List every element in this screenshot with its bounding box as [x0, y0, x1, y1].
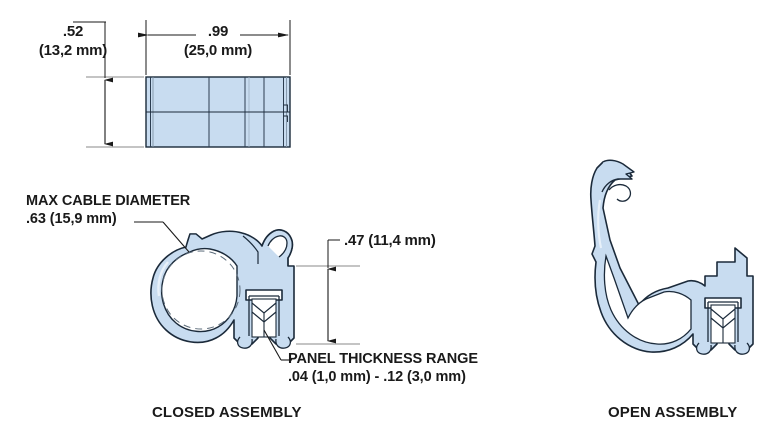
- open-arm-barb: [608, 183, 632, 202]
- height-dimension-inch: .52: [62, 23, 84, 40]
- width-dimension-inch: .99: [207, 23, 229, 40]
- height-dimension-label: .52 (13,2 mm): [18, 22, 128, 60]
- closed-assembly-group: [150, 229, 295, 349]
- height-dimension-mm: (13,2 mm): [38, 42, 108, 59]
- open-clip-highlight: [597, 199, 603, 249]
- max-cable-leader-group: [134, 221, 190, 253]
- closed-assembly-caption: CLOSED ASSEMBLY: [152, 404, 302, 421]
- width-dimension-group: [138, 20, 291, 75]
- panel-thickness-leader-group: [263, 329, 292, 361]
- panel-thickness-line1: PANEL THICKNESS RANGE: [288, 351, 478, 367]
- max-cable-diameter-line2: .63 (15,9 mm): [26, 211, 117, 227]
- depth-dimension-group: [296, 239, 360, 345]
- closed-foot-left: [236, 336, 253, 349]
- max-cable-diameter-label: MAX CABLE DIAMETER .63 (15,9 mm): [26, 192, 190, 228]
- top-view-notch-lower: [283, 115, 288, 122]
- closed-foot-right: [275, 336, 292, 349]
- closed-latch-hook-inner: [267, 235, 288, 258]
- panel-leader-diag: [263, 329, 282, 361]
- top-view-notch-upper: [283, 104, 288, 113]
- panel-thickness-line2: .04 (1,0 mm) - .12 (3,0 mm): [288, 369, 466, 385]
- open-assembly-group: [589, 159, 754, 355]
- open-clip-cavity: [603, 253, 692, 345]
- max-cable-leader-diag: [162, 221, 190, 253]
- max-cable-diameter-line1: MAX CABLE DIAMETER: [26, 193, 191, 209]
- max-cable-diameter-circle: [161, 250, 241, 330]
- height-dimension-group: [73, 21, 144, 148]
- closed-latch-tab: [242, 235, 259, 264]
- open-foot-right: [734, 342, 751, 355]
- closed-panel-slot: [248, 295, 280, 336]
- panel-thickness-label: PANEL THICKNESS RANGE .04 (1,0 mm) - .12 …: [288, 350, 478, 386]
- open-foot-left: [695, 342, 712, 355]
- width-dimension-mm: (25,0 mm): [183, 42, 253, 59]
- closed-latch-hook: [261, 229, 294, 266]
- width-dimension-label: .99 (25,0 mm): [158, 22, 278, 60]
- open-panel-slot: [707, 301, 739, 342]
- top-view-group: [145, 76, 291, 148]
- open-assembly-caption: OPEN ASSEMBLY: [608, 404, 738, 421]
- open-arm-hook: [601, 159, 635, 193]
- closed-clip-tail-barb: [185, 233, 203, 248]
- closed-clip-highlight: [157, 261, 169, 297]
- depth-dimension-label: .47 (11,4 mm): [344, 232, 436, 249]
